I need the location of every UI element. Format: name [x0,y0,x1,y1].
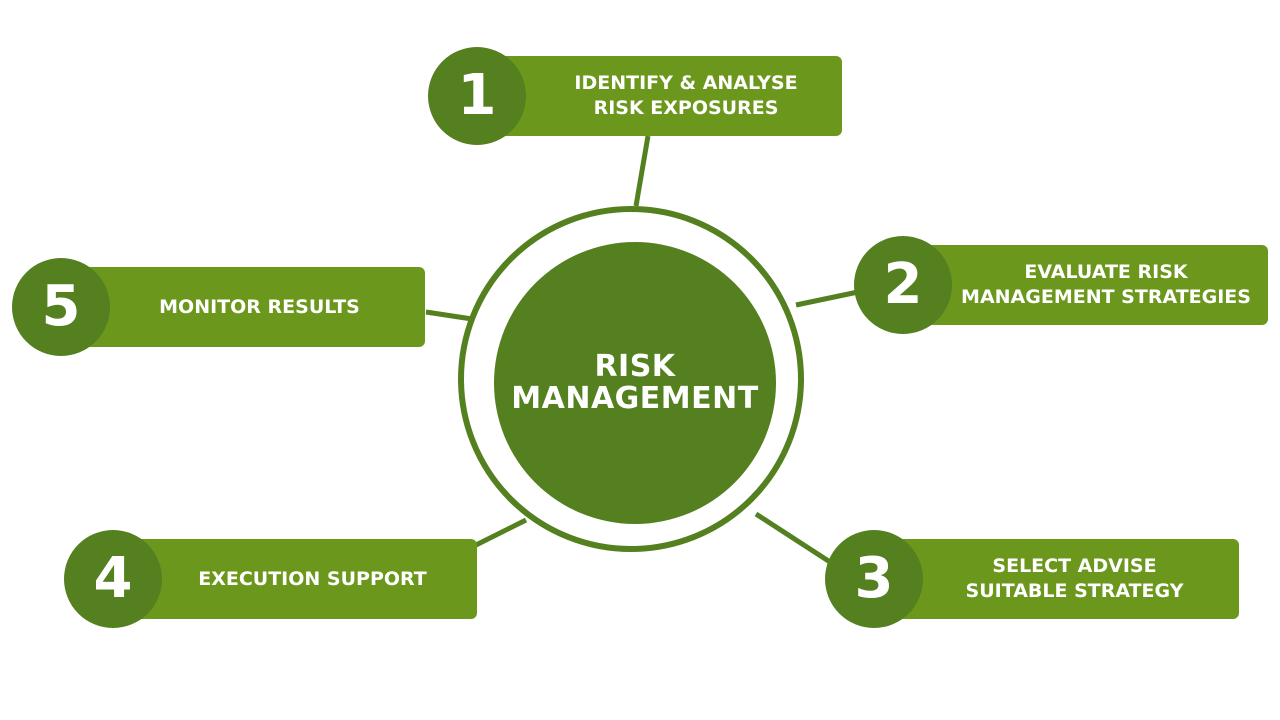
center-title: RISK MANAGEMENT [511,349,759,416]
connector-step-3 [754,511,832,565]
connector-step-4 [474,517,528,548]
connector-step-5 [425,309,473,322]
step-1-bar: IDENTIFY & ANALYSE RISK EXPOSURES [496,56,842,136]
step-1-badge: 1 [428,47,526,145]
step-5-label: MONITOR RESULTS [159,295,360,318]
step-3-bar: SELECT ADVISE SUITABLE STRATEGY [894,539,1239,619]
step-1-number: 1 [457,63,497,128]
step-5-bar: MONITOR RESULTS [80,267,425,347]
step-4-label: EXECUTION SUPPORT [198,567,427,590]
step-5-number: 5 [41,274,81,339]
step-1-label: IDENTIFY & ANALYSE RISK EXPOSURES [574,72,798,119]
connector-step-1 [633,135,651,207]
step-4-bar: EXECUTION SUPPORT [132,539,477,619]
step-2-bar: EVALUATE RISK MANAGEMENT STRATEGIES [924,245,1268,325]
step-4-badge: 4 [64,530,162,628]
step-3-number: 3 [854,546,894,611]
step-2-badge: 2 [854,236,952,334]
step-2-label: EVALUATE RISK MANAGEMENT STRATEGIES [961,261,1251,308]
center-circle: RISK MANAGEMENT [494,242,776,524]
step-5-badge: 5 [12,258,110,356]
step-3-badge: 3 [825,530,923,628]
step-4-number: 4 [93,546,133,611]
connector-step-2 [795,289,859,308]
step-2-number: 2 [883,252,923,317]
step-3-label: SELECT ADVISE SUITABLE STRATEGY [965,555,1184,602]
